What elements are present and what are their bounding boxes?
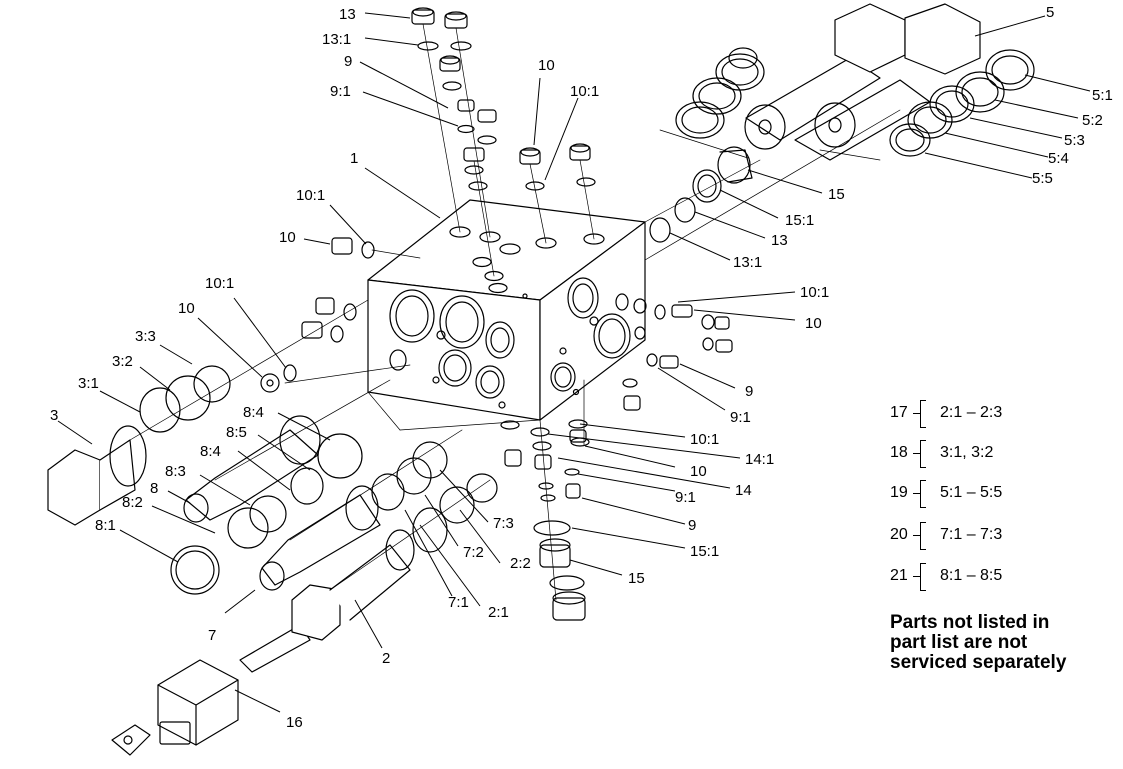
callout-10-1: 10:1: [570, 83, 599, 100]
callout-9: 9: [344, 53, 352, 70]
legend-bracket: [913, 522, 931, 550]
callout-8-3: 8:3: [165, 463, 186, 480]
right-small-plugs-group: [615, 293, 733, 411]
callout-3-2: 3:2: [112, 353, 133, 370]
callout-5: 5: [1046, 4, 1054, 21]
callout-9: 9: [745, 383, 753, 400]
callout-8-1: 8:1: [95, 517, 116, 534]
service-note: Parts not listed in part list are not se…: [890, 613, 1110, 673]
callout-1: 1: [350, 150, 358, 167]
service-note-line: part list are not: [890, 632, 1028, 653]
callout-13: 13: [339, 6, 356, 23]
callout-10-1: 10:1: [690, 431, 719, 448]
callout-16: 16: [286, 714, 303, 731]
cartridge-valve-5-group: [659, 3, 1035, 161]
callout-13-1: 13:1: [322, 31, 351, 48]
cartridge-valve-7: [259, 441, 498, 591]
assembly-guide-lines: [129, 299, 541, 591]
lower-center-stack: [500, 379, 590, 621]
cartridge-valve-3: [47, 365, 231, 526]
callout-10: 10: [690, 463, 707, 480]
callout-8-4: 8:4: [243, 404, 264, 421]
callout-8-4: 8:4: [200, 443, 221, 460]
callout-10: 10: [538, 57, 555, 74]
callout-2: 2: [382, 650, 390, 667]
callout-9-1: 9:1: [730, 409, 751, 426]
callout-9-1: 9:1: [330, 83, 351, 100]
callout-10: 10: [178, 300, 195, 317]
callout-5-1: 5:1: [1092, 87, 1113, 104]
callout-7-2: 7:2: [463, 544, 484, 561]
callout-7-3: 7:3: [493, 515, 514, 532]
legend-kit-number: 19: [890, 484, 908, 501]
callout-2-2: 2:2: [510, 555, 531, 572]
callout-2-1: 2:1: [488, 604, 509, 621]
legend-kit-range: 5:1 – 5:5: [940, 484, 1003, 501]
callout-3-3: 3:3: [135, 328, 156, 345]
legend-kit-range: 3:1, 3:2: [940, 444, 994, 461]
legend-kit-range: 2:1 – 2:3: [940, 404, 1003, 421]
callout-5-5: 5:5: [1032, 170, 1053, 187]
legend-bracket: [913, 480, 931, 508]
callout-13-1: 13:1: [733, 254, 762, 271]
callout-10-1: 10:1: [296, 187, 325, 204]
service-note-line: serviced separately: [890, 652, 1067, 673]
callout-5-2: 5:2: [1082, 112, 1103, 129]
legend-kit-number: 20: [890, 526, 908, 543]
callout-15-1: 15:1: [690, 543, 719, 560]
callout-13: 13: [771, 232, 788, 249]
legend-kit-range: 8:1 – 8:5: [940, 567, 1003, 584]
solenoid-coil-16: [111, 659, 239, 756]
callout-8-2: 8:2: [122, 494, 143, 511]
leader-lines: [57, 12, 1091, 713]
callout-labels: 13 13:1 9 9:1 1 10 10:1 10:1 10 5 5:1 5:…: [50, 4, 1113, 731]
callout-5-4: 5:4: [1048, 150, 1069, 167]
callout-3-1: 3:1: [78, 375, 99, 392]
callout-7-1: 7:1: [448, 594, 469, 611]
callout-15: 15: [828, 186, 845, 203]
legend-bracket: [913, 400, 931, 428]
legend-kit-number: 17: [890, 404, 908, 421]
service-note-line: Parts not listed in: [890, 612, 1050, 633]
callout-14: 14: [735, 482, 752, 499]
callout-5-3: 5:3: [1064, 132, 1085, 149]
callout-10: 10: [805, 315, 822, 332]
callout-10-1: 10:1: [205, 275, 234, 292]
right-plugs-group: [644, 109, 901, 261]
top-plugs-group: [411, 7, 596, 277]
legend-bracket: [913, 563, 931, 591]
callout-15: 15: [628, 570, 645, 587]
manifold-block: [367, 199, 646, 421]
cartridge-valve-8: [170, 415, 363, 595]
callout-7: 7: [208, 627, 216, 644]
callout-15-1: 15:1: [785, 212, 814, 229]
callout-3: 3: [50, 407, 58, 424]
callout-10-1: 10:1: [800, 284, 829, 301]
legend-kit-number: 18: [890, 444, 908, 461]
legend-bracket: [913, 440, 931, 468]
callout-9: 9: [688, 517, 696, 534]
callout-8: 8: [150, 480, 158, 497]
cartridge-valve-2: [239, 529, 415, 673]
legend-kit-range: 7:1 – 7:3: [940, 526, 1003, 543]
legend-kit-number: 21: [890, 567, 908, 584]
callout-8-5: 8:5: [226, 424, 247, 441]
callout-9-1: 9:1: [675, 489, 696, 506]
callout-10: 10: [279, 229, 296, 246]
callout-14-1: 14:1: [745, 451, 774, 468]
left-plugs-group: [260, 237, 421, 393]
